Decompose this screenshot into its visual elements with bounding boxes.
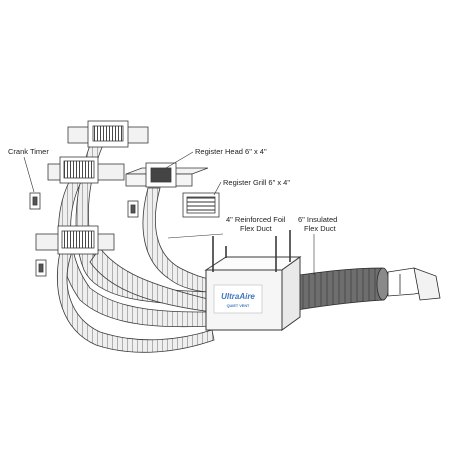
register-head-mid-grill	[63, 160, 95, 179]
foil-duct-label-line1: 4" Reinforced Foil	[226, 215, 286, 224]
unit-logo-brand: UltraAire	[221, 292, 255, 301]
crank-timer-switches	[29, 192, 139, 277]
register-head-top	[67, 120, 149, 148]
crank-timer-1-knob	[32, 196, 38, 206]
register-head-label: Register Head 6" x 4"	[195, 147, 267, 156]
register-head-low	[35, 225, 115, 255]
crank-timer-3	[35, 259, 47, 277]
insulated-flex-duct	[284, 267, 441, 313]
unit-logo-tagline: QUIET VENT	[227, 304, 250, 308]
insulated-duct-label-line1: 6" Insulated	[298, 215, 338, 224]
register-head-exploded-opening	[150, 167, 172, 183]
insulated-duct-end-ring	[376, 267, 390, 301]
insulated-duct-label-line2: Flex Duct	[304, 224, 336, 233]
crank-timer-1	[29, 192, 41, 210]
leader-foil-duct	[167, 233, 224, 239]
foil-duct-3	[57, 251, 215, 353]
register-grill	[182, 192, 220, 218]
crank-timer-3-knob	[38, 263, 44, 273]
leader-register-grill	[213, 181, 222, 196]
register-head-low-grill	[61, 230, 95, 249]
register-head-exploded	[125, 162, 209, 188]
callout-leaders	[23, 151, 315, 275]
register-grill-label: Register Grill 6" x 4"	[223, 178, 291, 187]
crank-timer-label: Crank Timer	[8, 147, 49, 156]
exhaust-hood-flap	[413, 267, 441, 301]
register-grill-slots	[186, 196, 216, 214]
crank-timer-2	[127, 200, 139, 218]
unit-logo-panel	[213, 284, 263, 314]
crank-timer-2-knob	[130, 204, 136, 214]
leader-register-head	[165, 151, 194, 169]
leader-crank-timer	[23, 156, 35, 193]
register-head-top-grill	[92, 125, 124, 142]
ventilation-unit: UltraAire QUIET VENT	[204, 230, 302, 331]
register-head-mid	[47, 156, 125, 184]
foil-duct-label-line2: Flex Duct	[240, 224, 272, 233]
unit-side	[281, 256, 301, 331]
